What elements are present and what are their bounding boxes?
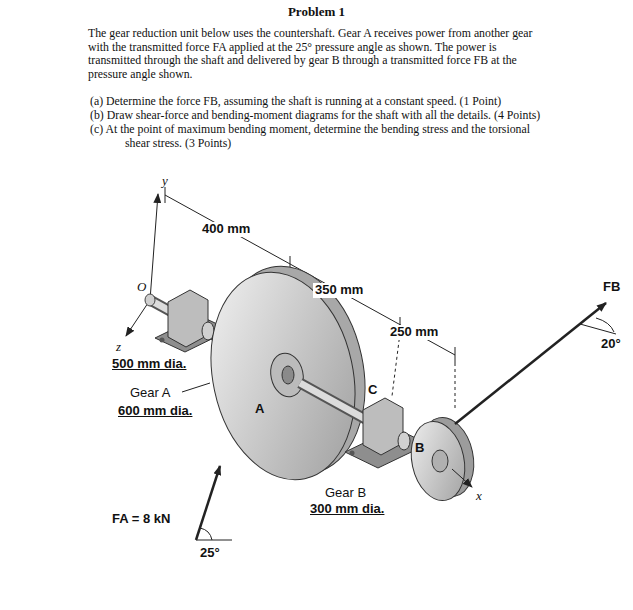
bolt	[350, 451, 355, 456]
axis-label: y	[162, 174, 168, 189]
bolt	[160, 338, 165, 343]
part-label: Gear A	[130, 386, 170, 401]
angle-label: 25°	[200, 546, 220, 561]
origin-label: O	[137, 280, 146, 295]
bearing-housing	[168, 290, 208, 347]
angle-arc	[596, 318, 614, 332]
force-label: FB	[603, 280, 620, 295]
gear-b-hub	[432, 450, 448, 472]
problem-statement: The gear reduction unit below uses the c…	[88, 27, 552, 81]
point-label: A	[255, 402, 264, 417]
dimension-label: 350 mm	[313, 283, 365, 298]
bearing-collar	[398, 432, 410, 450]
gear-a-face	[193, 259, 374, 494]
gear-b-face	[404, 416, 471, 505]
reference-line	[580, 324, 616, 334]
leader-line	[182, 383, 210, 392]
force-arrow	[196, 466, 220, 540]
diameter-label: 300 mm dia.	[310, 502, 384, 517]
problem-title: Problem 1	[0, 5, 633, 20]
angle-arc	[200, 528, 212, 540]
part-label: Gear B	[325, 486, 366, 501]
y-axis	[150, 194, 158, 300]
x-axis	[452, 469, 472, 487]
point-label: C	[368, 383, 377, 398]
force-label: FA = 8 kN	[112, 512, 170, 527]
point-label: B	[415, 441, 424, 456]
question-item: (c) At the point of maximum bending mome…	[90, 123, 556, 150]
question-item: (a) Determine the force FB, assuming the…	[90, 95, 556, 109]
diameter-label: 600 mm dia.	[118, 404, 192, 419]
force-arrow	[455, 303, 606, 424]
reference-line	[196, 540, 232, 541]
diameter-label: 500 mm dia.	[112, 357, 186, 372]
angle-label: 20°	[601, 337, 621, 352]
z-axis	[126, 300, 150, 336]
shaft-end	[145, 294, 155, 306]
axis-label: x	[476, 489, 482, 504]
dimension-label: 400 mm	[200, 222, 252, 237]
axis-label: z	[116, 340, 121, 355]
bearing-housing	[363, 398, 403, 455]
gear-a-hub	[267, 350, 307, 400]
gear-a-bore	[282, 366, 294, 384]
question-item: (b) Draw shear-force and bending-moment …	[90, 109, 556, 123]
dimension-label: 250 mm	[388, 325, 440, 340]
